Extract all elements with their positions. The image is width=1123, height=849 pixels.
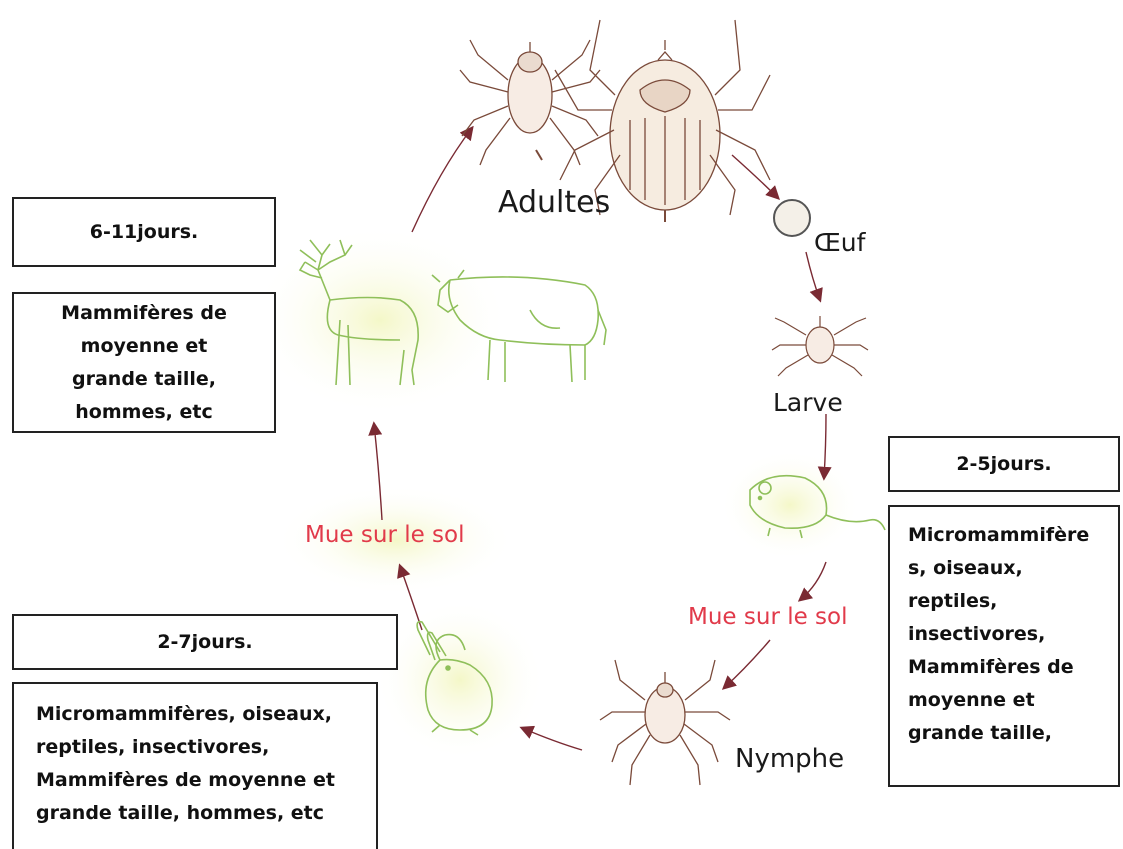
stage-label-egg: Œuf xyxy=(814,228,865,257)
nymph-tick-icon xyxy=(600,660,730,785)
nymph-duration-text: 2-7jours. xyxy=(157,626,252,659)
nymph-duration-box: 2-7jours. xyxy=(12,614,398,670)
arrow-molt-to-nymph xyxy=(724,640,770,688)
stage-label-adult: Adultes xyxy=(498,185,610,220)
arrow-adult-to-egg xyxy=(732,155,778,198)
arrow-host-to-molt xyxy=(800,562,826,600)
adult-male-tick-icon xyxy=(460,40,600,165)
adult-hosts-box: Mammifères de moyenne et grande taille, … xyxy=(12,292,276,433)
larva-hosts-text: Micromammifère s, oiseaux, reptiles, ins… xyxy=(908,524,1089,744)
adult-duration-text: 6-11jours. xyxy=(90,216,199,249)
egg-icon xyxy=(774,200,810,236)
larva-hosts-box: Micromammifère s, oiseaux, reptiles, ins… xyxy=(888,505,1120,787)
stage-label-larva: Larve xyxy=(773,388,843,417)
larva-tick-icon xyxy=(772,316,868,376)
molt-label-left: Mue sur le sol xyxy=(305,522,465,548)
arrow-egg-to-larva xyxy=(806,252,820,300)
nymph-hosts-text: Micromammifères, oiseaux, reptiles, inse… xyxy=(36,703,335,824)
adult-duration-box: 6-11jours. xyxy=(12,197,276,267)
arrow-nymph-to-rabbit xyxy=(522,728,582,750)
stage-label-nymph: Nymphe xyxy=(735,744,844,774)
arrow-to-adult xyxy=(412,128,472,232)
molt-label-right: Mue sur le sol xyxy=(688,604,848,630)
larva-duration-text: 2-5jours. xyxy=(956,448,1051,481)
nymph-hosts-box: Micromammifères, oiseaux, reptiles, inse… xyxy=(12,682,378,849)
larva-duration-box: 2-5jours. xyxy=(888,436,1120,492)
adult-hosts-text: Mammifères de moyenne et grande taille, … xyxy=(40,297,248,429)
